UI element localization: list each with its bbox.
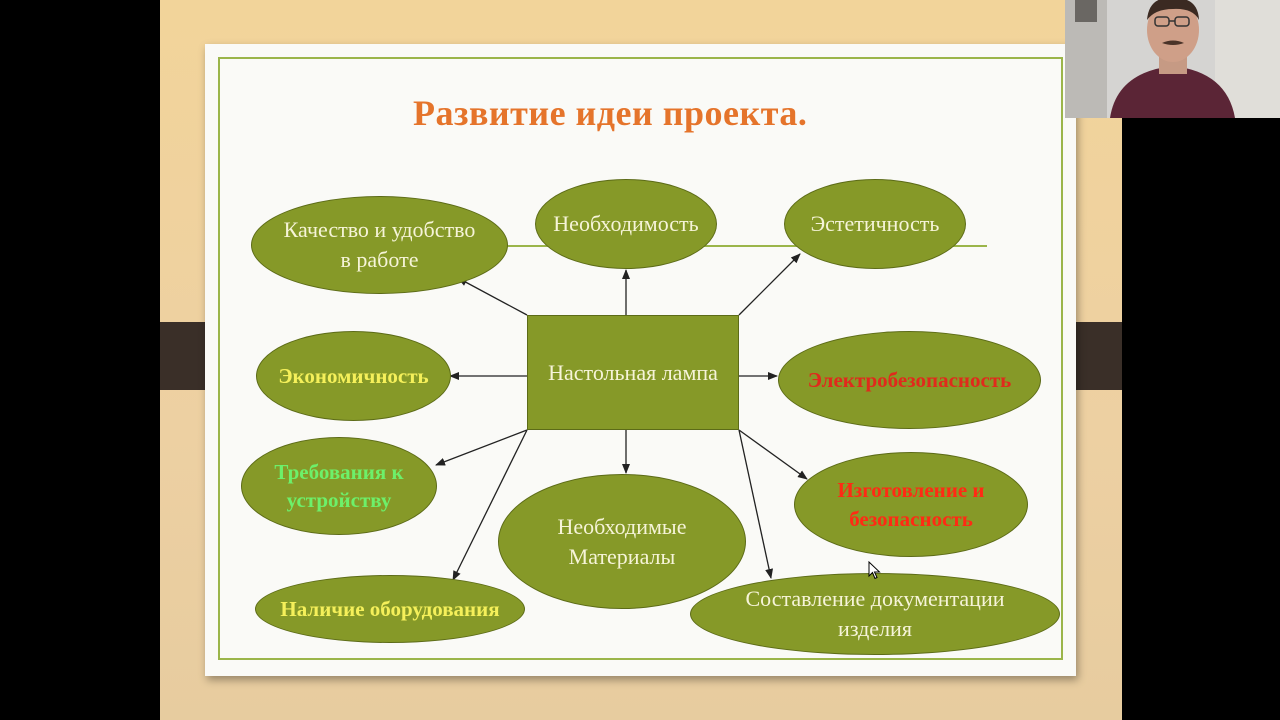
slide-title: Развитие идеи проекта. xyxy=(413,93,808,133)
slide-frame xyxy=(218,57,1063,660)
node-necessity: Необходимость xyxy=(535,179,717,269)
arrow-to-documentation xyxy=(738,429,774,579)
node-manufacturing-safety: Изготовление и безопасность xyxy=(794,452,1028,557)
node-center: Настольная лампа xyxy=(527,315,739,430)
node-aesthetics: Эстетичность xyxy=(784,179,966,269)
node-materials: Необходимые Материалы xyxy=(498,474,746,609)
node-equipment: Наличие оборудования xyxy=(255,575,525,643)
arrow-to-equipment xyxy=(452,429,528,581)
presenter-webcam xyxy=(1065,0,1280,118)
node-quality: Качество и удобство в работе xyxy=(251,196,508,294)
node-economy: Экономичность xyxy=(256,331,451,421)
node-documentation: Составление документации изделия xyxy=(690,573,1060,655)
node-electrical-safety: Электробезопасность xyxy=(778,331,1041,429)
arrow-to-manufacturing xyxy=(738,429,808,480)
mouse-pointer-icon xyxy=(868,561,881,580)
arrow-to-quality xyxy=(457,277,528,316)
node-device-requirements: Требования к устройству xyxy=(241,437,437,535)
arrow-to-aesthetics xyxy=(738,253,801,316)
arrow-to-requirements xyxy=(435,429,528,466)
